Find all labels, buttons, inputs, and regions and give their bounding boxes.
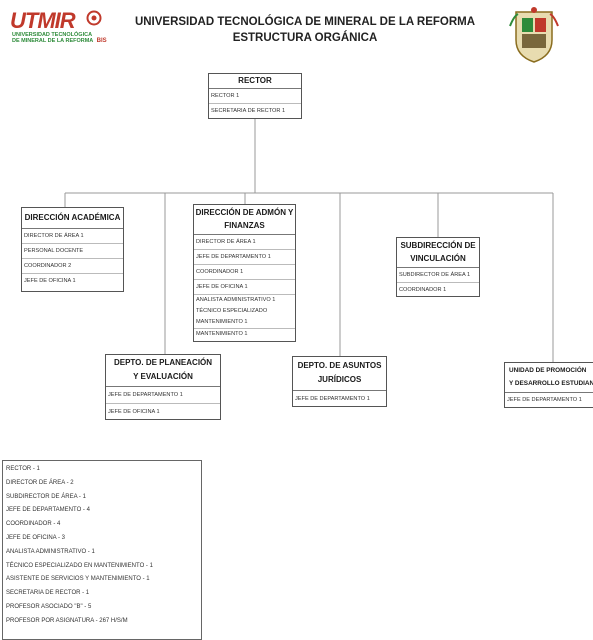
utmir-logo: UTMIR UNIVERSIDAD TECNOLÓGICA DE MINERAL…: [10, 8, 122, 44]
direccion-admon-box: DIRECCIÓN DE ADMÓN Y FINANZAS DIRECTOR D…: [193, 204, 296, 342]
unidad-promocion-title-line1: UNIDAD DE PROMOCIÓN: [509, 367, 587, 374]
summary-row: PROFESOR POR ASIGNATURA - 267 H/S/M: [6, 617, 128, 624]
direccion-admon-title: DIRECCIÓN DE ADMÓN Y FINANZAS: [194, 205, 295, 235]
logo-emblem-icon: [86, 10, 102, 26]
direccion-admon-row: ANALISTA ADMINISTRATIVO 1: [196, 297, 276, 303]
subdireccion-vinculacion-row: SUBDIRECTOR DE ÁREA 1: [397, 268, 479, 283]
logo-subtitle-line2-text: DE MINERAL DE LA REFORMA: [12, 38, 94, 44]
depto-planeacion-row: JEFE DE DEPARTAMENTO 1: [106, 387, 220, 404]
direccion-academica-row: COORDINADOR 2: [22, 259, 123, 274]
summary-row: DIRECTOR DE ÁREA - 2: [6, 479, 74, 486]
rector-row: SECRETARIA DE RECTOR 1: [211, 108, 286, 114]
depto-planeacion-title-line2: Y EVALUACIÓN: [133, 372, 193, 381]
direccion-admon-row: MANTENIMIENTO 1: [196, 331, 248, 337]
direccion-academica-row: DIRECTOR DE ÁREA 1: [22, 229, 123, 244]
summary-row: SUBDIRECTOR DE ÁREA - 1: [6, 493, 86, 500]
depto-planeacion-box: DEPTO. DE PLANEACIÓN Y EVALUACIÓN JEFE D…: [105, 354, 221, 420]
unidad-promocion-title-line2: Y DESARROLLO ESTUDIANTIL: [509, 380, 593, 387]
direccion-academica-title: DIRECCIÓN ACADÉMICA: [22, 208, 123, 229]
depto-juridicos-title: DEPTO. DE ASUNTOS JURÍDICOS: [293, 357, 386, 391]
summary-row: SECRETARIA DE RECTOR - 1: [6, 590, 90, 597]
direccion-admon-row: TÉCNICO ESPECIALIZADO: [196, 308, 268, 314]
summary-row: PROFESOR ASOCIADO "B" - 5: [6, 603, 92, 610]
rector-title: RECTOR: [209, 74, 301, 89]
direccion-academica-row: JEFE DE OFICINA 1: [24, 278, 76, 284]
summary-row: TÉCNICO ESPECIALIZADO EN MANTENIMIENTO -…: [6, 562, 153, 569]
summary-row: ASISTENTE DE SERVICIOS Y MANTENIMIENTO -…: [6, 576, 150, 583]
subdireccion-vinculacion-title-line1: SUBDIRECCIÓN DE: [400, 241, 476, 250]
direccion-admon-row: JEFE DE OFICINA 1: [194, 280, 295, 295]
subdireccion-vinculacion-box: SUBDIRECCIÓN DE VINCULACIÓN SUBDIRECTOR …: [396, 237, 480, 297]
direccion-admon-row: COORDINADOR 1: [194, 265, 295, 280]
rector-row: RECTOR 1: [209, 89, 301, 104]
subdireccion-vinculacion-title-line2: VINCULACIÓN: [410, 254, 466, 263]
summary-row: RECTOR - 1: [6, 466, 40, 472]
depto-planeacion-title: DEPTO. DE PLANEACIÓN Y EVALUACIÓN: [106, 355, 220, 387]
depto-juridicos-box: DEPTO. DE ASUNTOS JURÍDICOS JEFE DE DEPA…: [292, 356, 387, 407]
title-line1: UNIVERSIDAD TECNOLÓGICA DE MINERAL DE LA…: [134, 16, 476, 28]
logo-subtitle-line2: DE MINERAL DE LA REFORMA BIS: [12, 38, 122, 44]
unidad-promocion-box: UNIDAD DE PROMOCIÓN Y DESARROLLO ESTUDIA…: [504, 362, 593, 408]
logo-wordmark: UTMIR: [10, 8, 76, 34]
summary-row: JEFE DE OFICINA - 3: [6, 534, 66, 541]
unidad-promocion-title: UNIDAD DE PROMOCIÓN Y DESARROLLO ESTUDIA…: [505, 363, 593, 393]
direccion-admon-row: DIRECTOR DE ÁREA 1: [194, 235, 295, 250]
state-seal-icon: [509, 7, 559, 63]
title-line2: ESTRUCTURA ORGÁNICA: [232, 32, 378, 44]
summary-row: COORDINADOR - 4: [6, 521, 61, 528]
direccion-admon-row: JEFE DE DEPARTAMENTO 1: [194, 250, 295, 265]
summary-row: JEFE DE DEPARTAMENTO - 4: [6, 507, 90, 514]
subdireccion-vinculacion-title: SUBDIRECCIÓN DE VINCULACIÓN: [397, 238, 479, 268]
rector-box: RECTOR RECTOR 1 SECRETARIA DE RECTOR 1: [208, 73, 302, 119]
depto-juridicos-row: JEFE DE DEPARTAMENTO 1: [295, 396, 370, 402]
depto-juridicos-title-line1: DEPTO. DE ASUNTOS: [297, 361, 382, 370]
depto-juridicos-title-line2: JURÍDICOS: [317, 375, 362, 384]
subdireccion-vinculacion-row: COORDINADOR 1: [399, 287, 447, 293]
logo-wordmark-text: UTMIR: [10, 8, 76, 33]
logo-subtitle-line1: UNIVERSIDAD TECNOLÓGICA: [12, 32, 93, 38]
direccion-academica-row: PERSONAL DOCENTE: [22, 244, 123, 259]
depto-planeacion-row: JEFE DE OFICINA 1: [108, 409, 160, 415]
direccion-admon-title-line1: DIRECCIÓN DE ADMÓN Y: [195, 208, 294, 217]
logo-bis: BIS: [96, 38, 107, 44]
summary-row: ANALISTA ADMINISTRATIVO - 1: [6, 548, 95, 555]
direccion-admon-title-line2: FINANZAS: [224, 221, 265, 230]
logo-subtitle: UNIVERSIDAD TECNOLÓGICA DE MINERAL DE LA…: [12, 32, 122, 44]
unidad-promocion-row: JEFE DE DEPARTAMENTO 1: [507, 397, 582, 403]
depto-planeacion-title-line1: DEPTO. DE PLANEACIÓN: [113, 358, 213, 367]
plantilla-summary-box: RECTOR - 1 DIRECTOR DE ÁREA - 2 SUBDIREC…: [2, 460, 202, 640]
direccion-academica-box: DIRECCIÓN ACADÉMICA DIRECTOR DE ÁREA 1 P…: [21, 207, 124, 292]
page-title: UNIVERSIDAD TECNOLÓGICA DE MINERAL DE LA…: [120, 14, 490, 46]
direccion-admon-row: MANTENIMIENTO 1: [194, 317, 295, 329]
